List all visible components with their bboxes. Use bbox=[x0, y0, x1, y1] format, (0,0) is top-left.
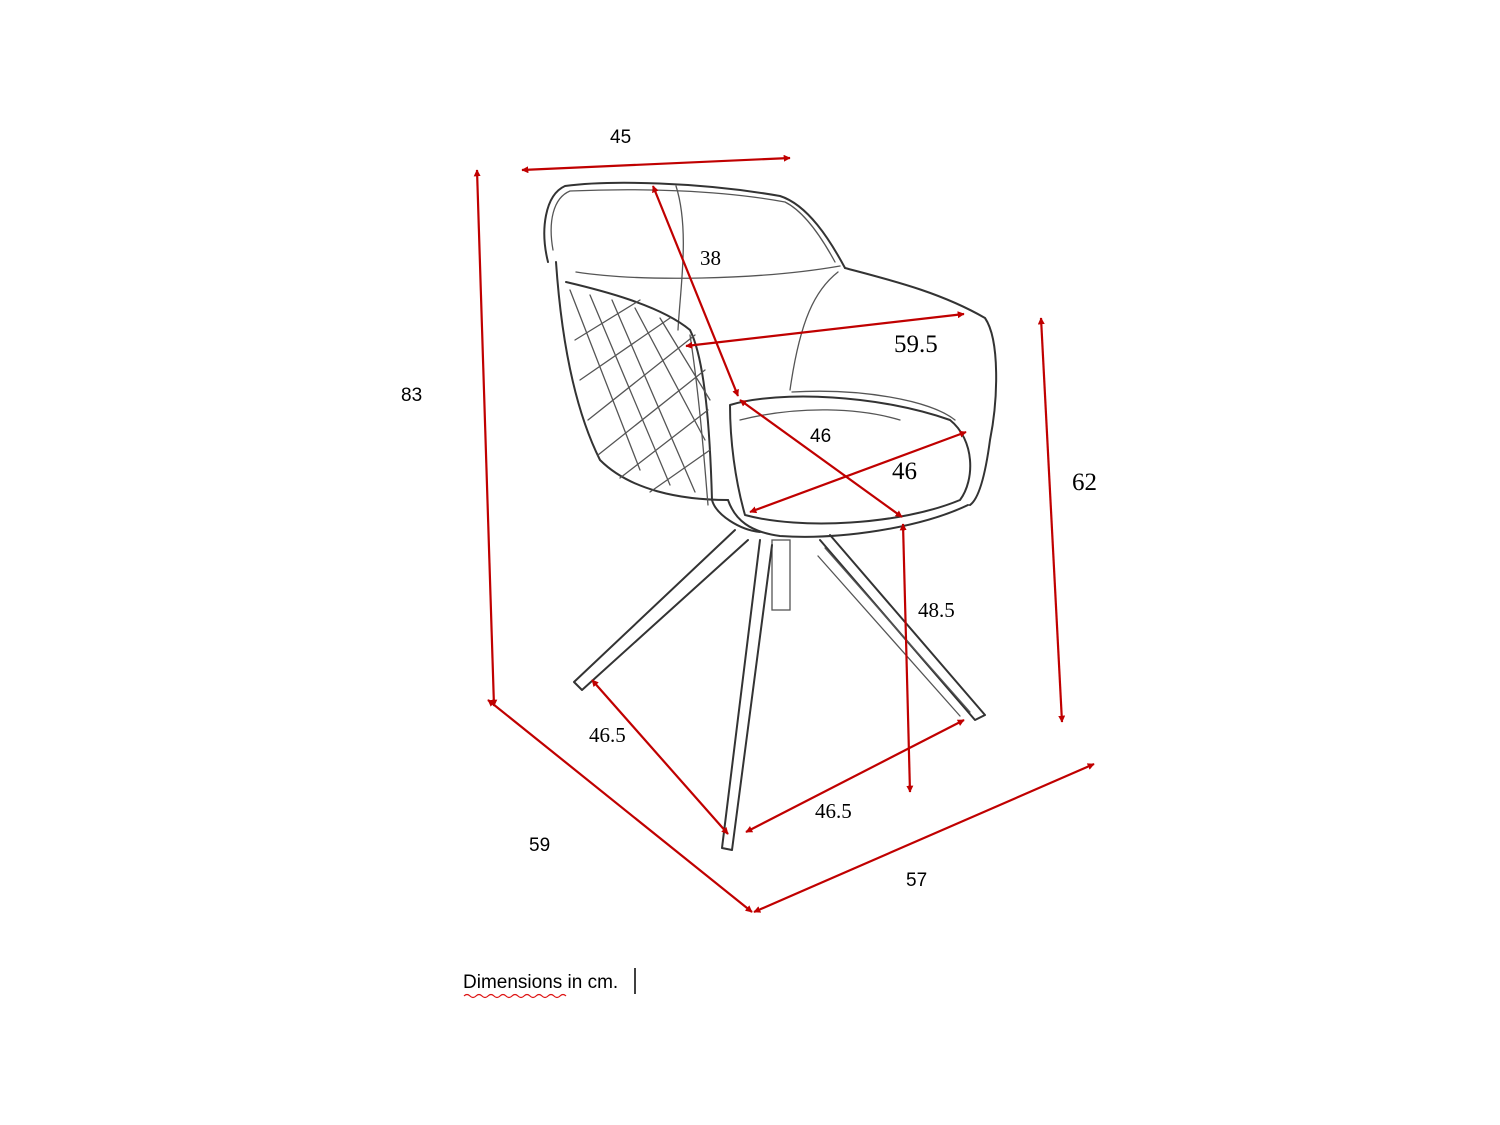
label-arm-width: 59.5 bbox=[894, 331, 938, 358]
label-seat-height: 48.5 bbox=[918, 598, 955, 622]
label-top-width: 45 bbox=[610, 127, 631, 148]
quilting-pattern bbox=[569, 289, 711, 493]
arrow-top-width bbox=[521, 154, 791, 174]
label-arm-height: 62 bbox=[1072, 469, 1097, 496]
arrow-leg-span-left bbox=[591, 679, 729, 835]
leg-right-back bbox=[819, 534, 986, 721]
arrow-leg-span-right bbox=[745, 719, 965, 833]
label-backrest-depth: 38 bbox=[700, 246, 721, 270]
armrest-right bbox=[844, 267, 998, 506]
label-base-width: 57 bbox=[906, 870, 927, 891]
dimension-arrows bbox=[473, 154, 1095, 914]
spellcheck-underline bbox=[463, 993, 567, 999]
leg-left bbox=[573, 529, 749, 691]
footnote-text: Dimensions in cm. bbox=[463, 972, 618, 993]
label-seat-width: 46 bbox=[892, 458, 917, 485]
label-leg-span-left: 46.5 bbox=[589, 723, 626, 747]
leg-front bbox=[721, 539, 773, 851]
arrow-base-width bbox=[753, 762, 1095, 914]
footnote: Dimensions in cm. bbox=[463, 968, 636, 999]
arrow-backrest-depth bbox=[651, 185, 740, 397]
arrow-total-height bbox=[473, 169, 498, 707]
chair-drawing bbox=[543, 181, 998, 851]
arrow-seat-depth bbox=[739, 399, 903, 518]
dimension-labels: 45 38 59.5 83 46 46 62 48.5 46.5 46.5 59… bbox=[401, 127, 1097, 891]
label-seat-depth: 46 bbox=[810, 426, 831, 447]
backrest-outline bbox=[543, 181, 846, 269]
swivel-column bbox=[771, 539, 791, 611]
arrow-base-depth bbox=[487, 699, 753, 913]
arrow-arm-height bbox=[1037, 317, 1066, 723]
arrow-arm-width bbox=[685, 311, 965, 349]
label-total-height: 83 bbox=[401, 385, 422, 406]
seat-cushion bbox=[729, 395, 972, 525]
shell-left-side bbox=[555, 261, 729, 501]
arrow-seat-width bbox=[749, 430, 967, 514]
label-leg-span-right: 46.5 bbox=[815, 799, 852, 823]
label-base-depth: 59 bbox=[529, 835, 550, 856]
